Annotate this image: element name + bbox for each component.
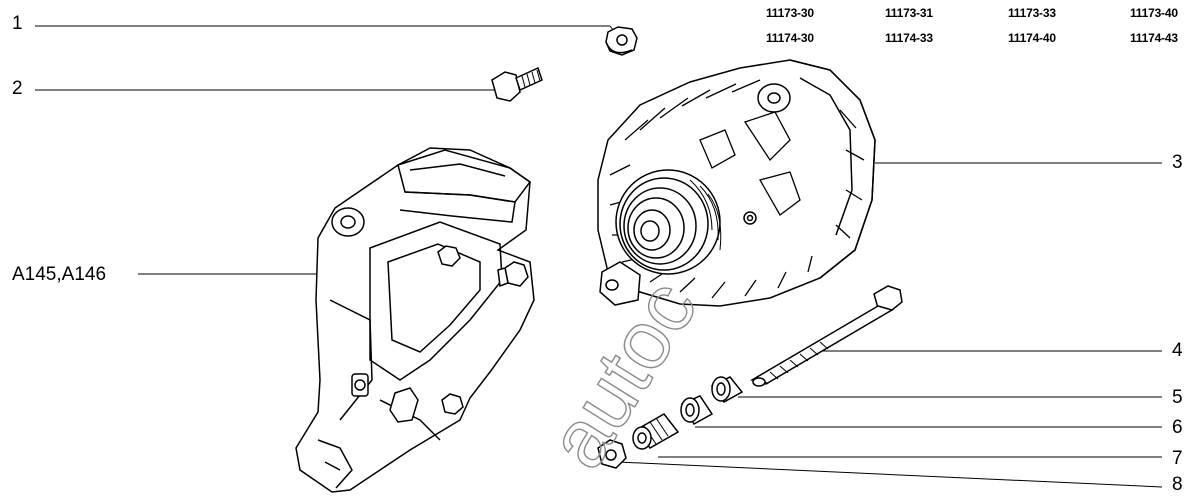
threaded-spacer-part (632, 413, 680, 450)
callout-5[interactable]: 5 (1172, 387, 1183, 408)
model-code: 11174-43 (1130, 31, 1178, 45)
mounting-bracket-part (295, 147, 535, 493)
model-code: 11173-30 (766, 6, 814, 20)
leader-line-8 (617, 461, 1163, 488)
model-code: 11174-33 (885, 31, 933, 45)
model-code: 11174-30 (766, 31, 814, 45)
alternator-part (597, 59, 876, 307)
callout-6[interactable]: 6 (1172, 417, 1183, 438)
model-code: 11173-40 (1130, 6, 1178, 20)
long-bolt-part (750, 285, 903, 387)
hex-nut-part (597, 439, 627, 469)
callout-7[interactable]: 7 (1172, 448, 1183, 469)
flange-nut-part (605, 26, 638, 56)
model-code: 11173-31 (885, 6, 933, 20)
hex-bolt-part (491, 66, 543, 102)
model-code: 11174-40 (1008, 31, 1056, 45)
callout-bracket[interactable]: A145,A146 (12, 264, 107, 285)
callout-3[interactable]: 3 (1172, 152, 1183, 173)
callout-2[interactable]: 2 (12, 78, 23, 99)
watermark-text: autoc (531, 265, 714, 483)
sleeve-part (680, 395, 714, 426)
callout-8[interactable]: 8 (1172, 474, 1183, 495)
bushing-part (710, 376, 744, 403)
model-code: 11173-33 (1008, 6, 1056, 20)
callout-1[interactable]: 1 (12, 13, 23, 34)
callout-4[interactable]: 4 (1172, 340, 1183, 361)
